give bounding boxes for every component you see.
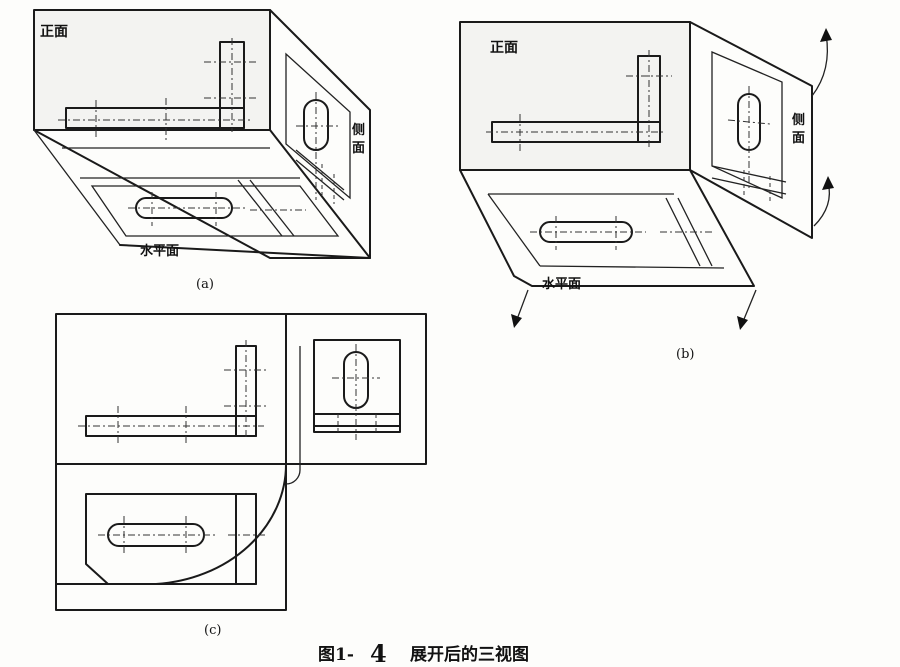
panel-c-label: (c) — [204, 623, 221, 638]
rotation-arrow-side-up — [811, 28, 832, 97]
side-plane-label-line1: 侧 — [352, 122, 365, 138]
projection-box-closed: 正面 侧 面 水平面 — [33, 9, 371, 259]
side-view-a — [285, 52, 351, 204]
rotation-arrow-horizontal-left — [511, 289, 529, 328]
figure-caption: 图1- 4 展开后的三视图 — [318, 639, 529, 667]
front-plane-label: 正面 — [40, 24, 68, 40]
side-plane-label-line2: 面 — [352, 141, 365, 156]
side-view-b — [711, 51, 787, 202]
rotation-arrow-horizontal-right — [737, 289, 757, 330]
side-plane-label-b-line1: 侧 — [792, 112, 805, 128]
rotation-arrow-side-down — [813, 176, 834, 227]
front-view-b — [486, 50, 672, 152]
front-plane-label-b: 正面 — [490, 40, 518, 56]
front-view-a — [58, 38, 256, 142]
top-view-a — [90, 179, 340, 237]
projection-box-unfolding: 正面 侧 面 水平面 — [459, 21, 834, 330]
top-view-c — [85, 493, 266, 585]
front-view-c — [78, 340, 268, 446]
unfolded-three-views — [55, 313, 427, 611]
horizontal-plane-label: 水平面 — [140, 243, 179, 259]
side-view-c — [313, 339, 401, 440]
caption-prefix: 图1- — [318, 645, 354, 665]
panel-a-label: (a) — [196, 277, 214, 292]
panel-b-label: (b) — [676, 347, 694, 362]
side-plane-label-b-line2: 面 — [792, 131, 805, 146]
caption-title: 展开后的三视图 — [410, 644, 529, 665]
caption-number: 4 — [370, 639, 387, 667]
top-view-b — [530, 197, 713, 267]
horizontal-plane-label-b: 水平面 — [542, 276, 581, 292]
